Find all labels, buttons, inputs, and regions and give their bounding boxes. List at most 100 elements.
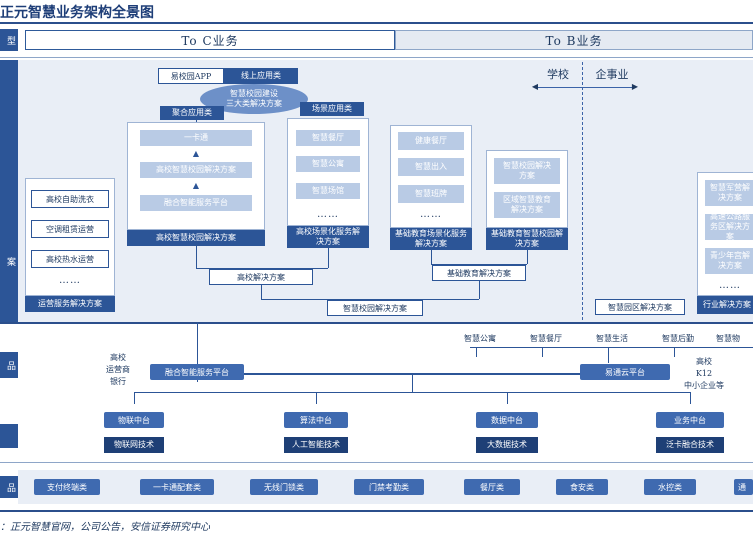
product-item: 通	[734, 479, 753, 495]
online-app-label: 线上应用类	[224, 68, 298, 84]
segment-divider	[582, 62, 583, 320]
product-item: 门禁考勤类	[354, 479, 424, 495]
ops-item: 高校自助洗衣	[31, 190, 109, 208]
row-rule	[0, 57, 753, 58]
center-box: 数据中台	[476, 412, 538, 428]
connector	[197, 322, 198, 382]
basic-item: 智慧班牌	[398, 185, 464, 203]
connector	[470, 347, 753, 348]
product-item: 食安类	[556, 479, 608, 495]
connector	[328, 248, 329, 268]
platform-app: 智慧后勤	[662, 334, 694, 343]
aggregate-tag: 聚合应用类	[160, 106, 224, 120]
page-title: 正元智慧业务架构全景图	[0, 5, 154, 21]
scene-tag: 场景应用类	[300, 102, 364, 116]
basic-solution: 基础教育解决方案	[432, 265, 526, 281]
arrow-up-icon: ▲	[192, 149, 200, 158]
industry-more: ……	[719, 279, 741, 291]
platform-app: 智慧物	[716, 334, 740, 343]
platform-left-label: 银行	[110, 377, 126, 386]
connector	[507, 392, 508, 404]
product-item: 一卡通配套类	[140, 479, 214, 495]
ops-item: 高校热水运营	[31, 250, 109, 268]
product-item: 支付终端类	[34, 479, 100, 495]
industry-item: 高速公路服务区解决方案	[705, 212, 753, 241]
row-label-platform: 品	[0, 352, 18, 378]
platform-app: 智慧餐厅	[530, 334, 562, 343]
platform-right-label: K12	[695, 369, 713, 378]
connector	[134, 392, 690, 393]
park-solution: 智慧园区解决方案	[595, 299, 685, 315]
row-label-center	[0, 424, 18, 448]
center-tech: 泛卡融合技术	[656, 437, 724, 453]
enterprise-label: 企事业	[595, 68, 629, 81]
connector	[431, 250, 432, 264]
scene-item: 智慧场馆	[296, 183, 360, 199]
scene-item: 智慧公寓	[296, 156, 360, 172]
connector	[527, 250, 528, 264]
college-solution: 高校解决方案	[209, 269, 313, 285]
product-item: 餐厅类	[464, 479, 520, 495]
industry-item: 青少年宫解决方案	[705, 248, 753, 274]
product-item: 水控类	[644, 479, 696, 495]
connector	[196, 246, 197, 268]
connector	[674, 347, 675, 357]
basic-footer: 基础教育场景化服务解决方案	[390, 228, 472, 250]
campus-item: 一卡通	[140, 130, 252, 146]
row-rule	[0, 462, 753, 463]
connector	[134, 392, 135, 404]
product-item: 无线门锁类	[250, 479, 318, 495]
ops-more: ……	[59, 274, 81, 286]
platform-left-label: 运营商	[106, 365, 130, 374]
arrow-right-icon: ▶	[631, 82, 639, 91]
platform-rule	[244, 373, 580, 375]
tob-segment: To B业务	[395, 30, 753, 50]
scene-footer: 高校场景化服务解决方案	[287, 226, 369, 248]
arrow-up-icon: ▲	[192, 181, 200, 190]
connector	[431, 264, 527, 265]
ops-footer: 运营服务解决方案	[25, 296, 115, 312]
platform-app: 智慧公寓	[464, 334, 496, 343]
center-box: 物联中台	[104, 412, 164, 428]
basic-item: 智慧出入	[398, 158, 464, 176]
source-note: ：正元智慧官网，公司公告，安信证券研究中心	[0, 522, 210, 533]
ops-item: 空调租赁运营	[31, 220, 109, 238]
center-tech: 大数据技术	[476, 437, 538, 453]
platform-left-label: 高校	[110, 353, 126, 362]
app-label: 易校园APP	[158, 68, 224, 84]
center-tech: 物联网技术	[104, 437, 164, 453]
connector	[542, 347, 543, 357]
basic-smart-item: 智慧校园解决方案	[494, 158, 560, 184]
connector	[196, 120, 197, 122]
connector	[479, 281, 480, 299]
row-label-solution: 案	[0, 60, 18, 322]
row-label-type: 型	[0, 29, 18, 51]
connector	[690, 392, 691, 404]
campus-footer: 高校智慧校园解决方案	[127, 230, 265, 246]
center-box: 算法中台	[284, 412, 348, 428]
platform-right-label: 中小企业等	[684, 381, 724, 390]
connector	[608, 347, 609, 363]
connector	[476, 347, 477, 357]
connector	[412, 375, 413, 392]
scene-more: ……	[317, 208, 339, 220]
center-tech: 人工智能技术	[284, 437, 348, 453]
bottom-rule	[0, 510, 753, 512]
industry-item: 智慧军营解决方案	[705, 180, 753, 206]
scene-item: 智慧餐厅	[296, 130, 360, 146]
arrow-left-icon: ◀	[531, 82, 539, 91]
toc-segment: To C业务	[25, 30, 395, 50]
basic-more: ……	[420, 208, 442, 220]
connector	[261, 299, 479, 300]
row-rule	[0, 322, 753, 324]
basic-smart-item: 区域智慧教育解决方案	[494, 192, 560, 218]
yitong-platform: 易通云平台	[580, 364, 670, 380]
connector	[316, 392, 317, 404]
row-label-product: 品	[0, 476, 18, 498]
basic-smart-footer: 基础教育智慧校园解决方案	[486, 228, 568, 250]
center-box: 业务中台	[656, 412, 724, 428]
connector	[261, 285, 262, 299]
divider-arrow-line	[538, 87, 632, 88]
fusion-platform: 融合智能服务平台	[150, 364, 244, 380]
campus-item: 融合智能服务平台	[140, 195, 252, 211]
